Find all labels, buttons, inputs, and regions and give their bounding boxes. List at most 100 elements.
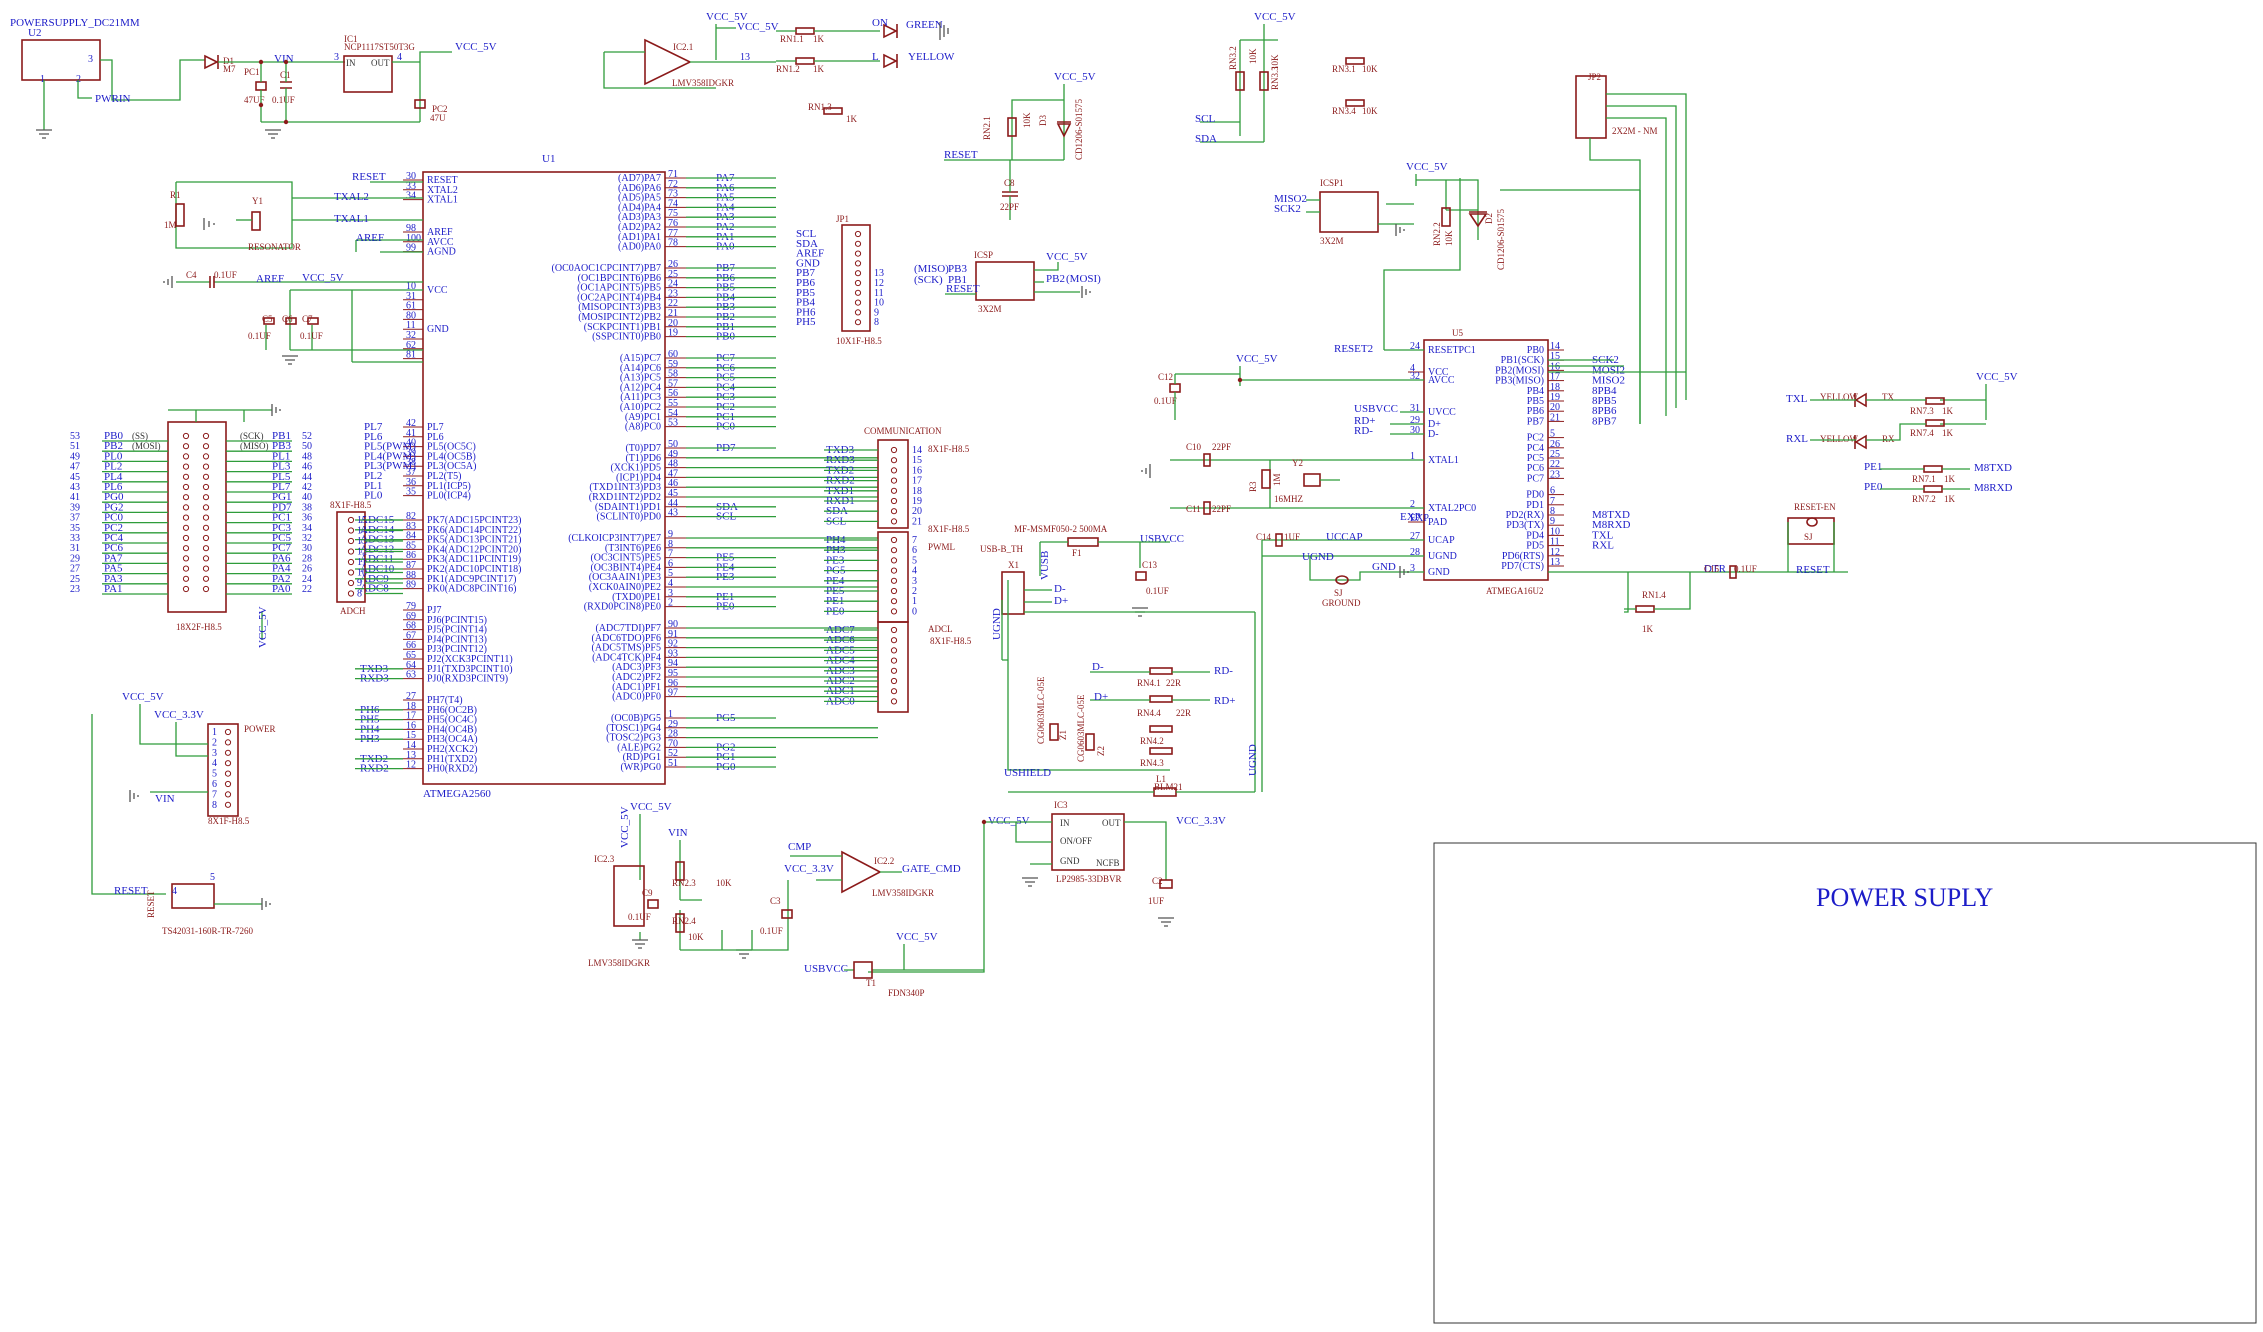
u5-left-pin-name: XTAL2PC0	[1428, 503, 1476, 514]
hdr18-left-net: PC2	[104, 522, 123, 534]
mcu2-name: ATMEGA16U2	[1486, 586, 1544, 596]
mcu-right-pin-num: 47	[668, 468, 678, 479]
led-green: GREEN	[906, 19, 943, 31]
hdr18-right-net: PC5	[272, 532, 291, 544]
header-18x2-body	[167, 421, 227, 613]
c10-label: C10	[1186, 442, 1202, 452]
c12-label: C12	[1158, 372, 1173, 382]
mcu-left-pin-num: 10	[406, 281, 416, 292]
rn32-label: RN3.2	[1228, 46, 1238, 70]
rn23-label: RN2.3	[672, 878, 696, 888]
title-frame: POWER SUPLY	[1433, 842, 2257, 1324]
pc1-value: 47UF	[244, 95, 265, 105]
icsp-pb2: PB2	[1046, 273, 1065, 285]
power-header-name: POWER	[244, 724, 276, 734]
mcu-left-pin-num: 99	[406, 243, 416, 254]
jp1-pin-num: 11	[874, 288, 884, 299]
u5-vcc: VCC_5V	[1236, 353, 1278, 365]
mcu-left-pin-num: 66	[406, 640, 416, 651]
mcu-right-pin-name: (RXD1INT2)PD2	[589, 492, 661, 503]
rn71-val: 1K	[1944, 474, 1956, 484]
adch-pin: 9	[357, 578, 362, 589]
ldo-onoff: ON/OFF	[1060, 836, 1092, 846]
hdr18-right-num: 30	[302, 543, 312, 554]
u5-left-pin-num: 4	[1410, 363, 1415, 374]
tr-sda: SDA	[1195, 133, 1217, 145]
mcu-right-pin-name: (ADC6TDO)PF6	[592, 633, 661, 644]
mcu-left-pin-num: 15	[406, 730, 416, 741]
mcu-right-pin-name: (ADC5TMS)PF5	[592, 643, 661, 654]
u5-left-pin-num: 30	[1410, 425, 1420, 436]
hdr18-left-num: 49	[70, 451, 80, 462]
mcu-right-pin-num: 24	[668, 279, 678, 290]
regulator	[343, 55, 393, 93]
aref-decoupling: AREF C4 0.1UF AREF VCC_5V C5 C6 C7 0.1UF…	[163, 232, 423, 365]
mcu-right-pin-num: 22	[668, 298, 678, 309]
u5-reset: RESET	[1796, 564, 1830, 576]
power-header-body	[207, 723, 239, 817]
pwml-pins-num: 3	[912, 576, 917, 587]
u5-left-pin-name: AVCC	[1428, 375, 1455, 386]
hdr18-left-net: PC4	[104, 532, 123, 544]
hdr18-right-num: 42	[302, 482, 312, 493]
mcu-left-pin-num: 41	[406, 428, 416, 439]
mcu-left-pin-name: PJ3(PCINT12)	[427, 644, 487, 655]
hdr18-left-net: PG0	[104, 491, 124, 503]
z2-val: CG0603MLC-05E	[1076, 694, 1086, 762]
r3-val: 1M	[1272, 473, 1282, 486]
mcu-right-pin-num: 77	[668, 228, 678, 239]
adch-pin: 12	[357, 547, 367, 558]
rsw-net: RESET	[114, 885, 148, 897]
hdr18-right-net: PA0	[272, 583, 291, 595]
f1-label: F1	[1072, 548, 1082, 558]
mcu-right-pin-num: 60	[668, 349, 678, 360]
pwml-pins-num: 2	[912, 586, 917, 597]
u5-right-pin-num: 10	[1550, 526, 1560, 537]
mcu-left-pin-num: 36	[406, 477, 416, 488]
ph-vcc5: VCC_5V	[122, 691, 164, 703]
pwml-pins-num: 7	[912, 535, 917, 546]
rc-vcc: VCC_5V	[1054, 71, 1096, 83]
mcu-left-pin-num: 82	[406, 511, 416, 522]
cmp-vcc: VCC_5V	[630, 801, 672, 813]
header-18x2-name: 18X2F-H8.5	[176, 622, 222, 632]
mcu-left-pin-name: PL1(ICP5)	[427, 481, 471, 492]
usb-rdm: RD-	[1214, 665, 1233, 677]
mcu-right-pin-name: (A9)PC1	[625, 412, 661, 423]
rn42-label: RN4.2	[1140, 736, 1164, 746]
mcu-right-pin-num: 45	[668, 488, 678, 499]
d3-val: CD1206-S01575	[1074, 98, 1084, 160]
c15-val: 0.1UF	[1734, 564, 1757, 574]
u5-right-pin-num: 19	[1550, 392, 1560, 403]
mcu-left-pin-num: 61	[406, 301, 416, 312]
hdr18-left-net: PL2	[104, 461, 122, 473]
mcu-left-pin-num: 16	[406, 720, 416, 731]
cmp-gate: GATE_CMD	[902, 863, 961, 875]
u5-left-pin-num: 27	[1410, 531, 1420, 542]
u5-reset2: RESET2	[1334, 343, 1373, 355]
mcu-right-pin-num: 92	[668, 639, 678, 650]
comm-pins-num: 21	[912, 516, 922, 527]
hdr18-left-note: (SS)	[132, 431, 148, 441]
hdr18-right-net: PL3	[272, 461, 291, 473]
u5-right-pin-num: 23	[1550, 469, 1560, 480]
power-header-hdr: 8X1F-H8.5	[208, 816, 250, 826]
ldo-name: LP2985-33DBVR	[1056, 874, 1122, 884]
usb-rdp: RD+	[1214, 695, 1235, 707]
u5-right-pin-name: PB6	[1527, 406, 1544, 417]
u5-right-net: 8PB6	[1592, 405, 1617, 417]
frame-title: POWER SUPLY	[1816, 883, 1993, 912]
rn41-label: RN4.1	[1137, 678, 1161, 688]
usb-shield: USHIELD	[1004, 767, 1051, 779]
mcu-left-pin-name: AREF	[427, 227, 453, 238]
mcu-right-pin-num: 58	[668, 369, 678, 380]
icsp1-name: 3X2M	[1320, 236, 1344, 246]
jp1-body	[841, 224, 871, 332]
mcu-left-pin-num: 27	[406, 691, 416, 702]
hdr18-right-num: 50	[302, 441, 312, 452]
txal2-net: TXAL2	[334, 191, 369, 203]
mcu-right-pin-num: 5	[668, 568, 673, 579]
hdr18-left-net: PL0	[104, 450, 123, 462]
